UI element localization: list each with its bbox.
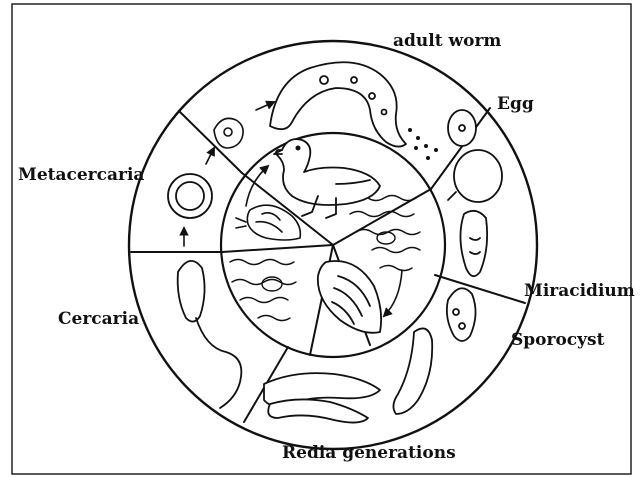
snail-large-illustration: [318, 261, 381, 333]
label-egg: Egg: [497, 94, 534, 114]
redia-illustration: [264, 328, 432, 422]
young-fluke-illustration: [214, 118, 243, 148]
sporocyst-illustration: [447, 288, 476, 341]
egg-dots: [408, 128, 438, 160]
miracidium-illustration: [460, 211, 487, 276]
label-adult-worm: adult worm: [393, 31, 501, 51]
egg-illustration: [448, 110, 476, 146]
label-cercaria: Cercaria: [58, 309, 139, 329]
metacercaria-cyst-illustration: [168, 174, 212, 218]
label-sporocyst: Sporocyst: [511, 330, 605, 350]
cercaria-illustration: [178, 261, 242, 408]
label-redia-generations: Redia generations: [282, 443, 456, 463]
hatching-egg-illustration: [448, 150, 502, 202]
duck-host-illustration: [274, 139, 380, 218]
label-miracidium: Miracidium: [524, 281, 635, 301]
label-metacercaria: Metacercaria: [18, 165, 144, 185]
